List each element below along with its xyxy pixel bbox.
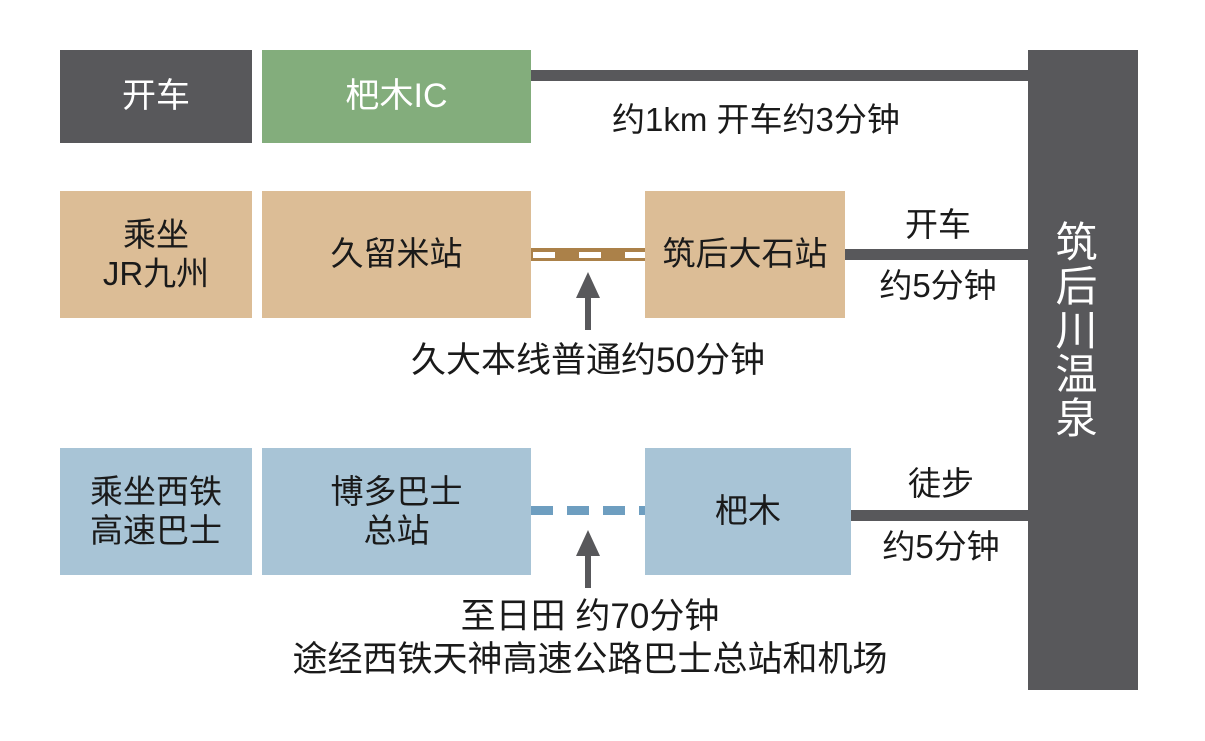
route-jr-node-kurume: 久留米站: [262, 191, 531, 318]
rail-tie: [625, 251, 647, 258]
rail-tie: [533, 251, 555, 258]
route-bus-final-leg-line: [851, 510, 1031, 521]
route-car-mode-label: 开车: [60, 50, 252, 143]
route-jr-final-leg-top-label: 开车: [905, 206, 971, 243]
route-jr-connector-note: 久大本线普通约50分钟: [411, 341, 765, 380]
destination-bar: [1028, 50, 1138, 690]
route-jr-note-arrow-icon: [576, 272, 600, 330]
route-bus-mode-label: 乘坐西铁 高速巴士: [60, 448, 252, 575]
route-car-connector-line: [531, 70, 1031, 81]
route-bus-dashed-connector: [531, 506, 649, 515]
route-jr-rail-connector: [531, 248, 649, 261]
route-bus-final-leg-bottom-label: 约5分钟: [882, 528, 1000, 565]
route-bus-note-arrow-icon: [576, 530, 600, 588]
route-jr-final-leg-line: [845, 249, 1031, 260]
route-car-node-hakiic: 杷木IC: [262, 50, 531, 143]
route-bus-node-haki: 杷木: [645, 448, 851, 575]
route-jr-final-leg-bottom-label: 约5分钟: [879, 267, 997, 304]
rail-tie: [579, 251, 601, 258]
route-bus-node-hakata-bus-terminal: 博多巴士 总站: [262, 448, 531, 575]
route-car-leg-label: 约1km 开车约3分钟: [612, 101, 900, 138]
route-jr-mode-label: 乘坐 JR九州: [60, 191, 252, 318]
route-bus-connector-note-line2: 途经西铁天神高速公路巴士总站和机场: [292, 640, 888, 679]
route-bus-final-leg-top-label: 徒步: [908, 465, 974, 502]
route-bus-connector-note-line1: 至日田 约70分钟: [460, 597, 720, 636]
route-jr-node-chikugooishi: 筑后大石站: [645, 191, 845, 318]
destination-label: 筑后川温泉: [1050, 220, 1097, 440]
